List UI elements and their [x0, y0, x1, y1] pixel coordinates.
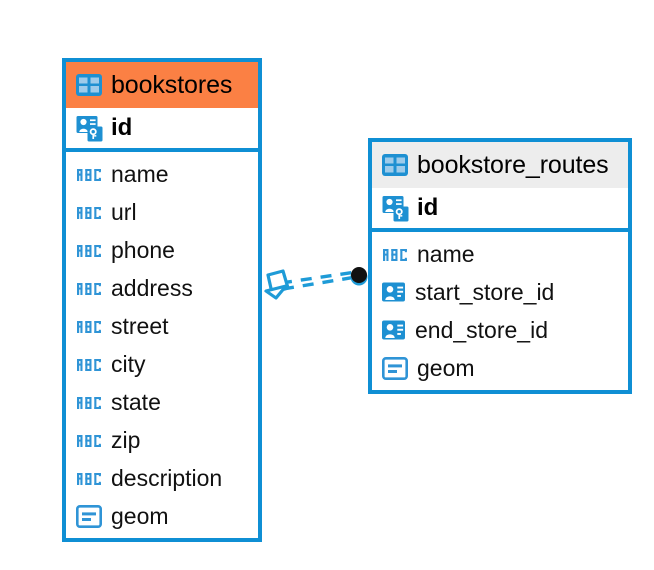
field-row-state[interactable]: state: [66, 383, 258, 421]
field-label-url: url: [111, 198, 137, 225]
field-row-url[interactable]: url: [66, 193, 258, 231]
field-label-name: name: [111, 160, 169, 187]
filled-circle-marker: [351, 267, 367, 283]
entity-bookstore-routes-attributes: name start_store_id: [372, 232, 628, 390]
abc-text-icon: [382, 246, 408, 262]
field-row-description[interactable]: description: [66, 459, 258, 497]
table-icon: [76, 74, 102, 96]
field-label-address: address: [111, 274, 193, 301]
field-row-primary-key[interactable]: id: [66, 108, 258, 152]
field-label-geom: geom: [417, 354, 475, 381]
field-label-name: name: [417, 240, 475, 267]
filled-circle-marker-ring: [350, 268, 368, 286]
abc-text-icon: [76, 318, 102, 334]
entity-bookstores-header[interactable]: bookstores: [66, 62, 258, 108]
abc-text-icon: [76, 356, 102, 372]
primary-key-icon: [382, 195, 409, 222]
abc-text-icon: [76, 242, 102, 258]
entity-bookstore-routes[interactable]: bookstore_routes id: [368, 138, 632, 394]
abc-text-icon: [76, 394, 102, 410]
entity-bookstores-attributes: name: [66, 152, 258, 538]
field-row-end-store-id[interactable]: end_store_id: [372, 311, 628, 349]
field-row-name[interactable]: name: [66, 155, 258, 193]
field-label-state: state: [111, 388, 161, 415]
field-label-end-store-id: end_store_id: [415, 316, 548, 343]
field-row-geom[interactable]: geom: [372, 349, 628, 387]
crows-foot-marker: [266, 269, 290, 295]
field-row-city[interactable]: city: [66, 345, 258, 383]
field-label-description: description: [111, 464, 223, 491]
field-row-street[interactable]: street: [66, 307, 258, 345]
abc-text-icon: [76, 280, 102, 296]
abc-text-icon: [76, 166, 102, 182]
field-label-phone: phone: [111, 236, 175, 263]
field-label-geom: geom: [111, 502, 169, 529]
relationship-line-middle: [282, 275, 357, 291]
entity-bookstore-routes-header[interactable]: bookstore_routes: [372, 142, 628, 188]
field-label-street: street: [111, 312, 169, 339]
field-row-zip[interactable]: zip: [66, 421, 258, 459]
abc-text-icon: [76, 432, 102, 448]
abc-text-icon: [76, 204, 102, 220]
field-row-name[interactable]: name: [372, 235, 628, 273]
foreign-key-icon: [382, 320, 406, 340]
field-row-phone[interactable]: phone: [66, 231, 258, 269]
field-row-geom[interactable]: geom: [66, 497, 258, 535]
foreign-key-icon: [382, 282, 406, 302]
relationship-line-upper: [280, 270, 357, 285]
field-label-start-store-id: start_store_id: [415, 278, 555, 305]
field-row-start-store-id[interactable]: start_store_id: [372, 273, 628, 311]
field-label-id: id: [111, 114, 133, 141]
field-label-id: id: [417, 194, 439, 221]
table-icon: [382, 154, 408, 176]
primary-key-icon: [76, 115, 103, 142]
crows-foot-marker-tail: [264, 284, 288, 300]
field-row-primary-key[interactable]: id: [372, 188, 628, 232]
geometry-icon: [76, 504, 102, 528]
field-row-address[interactable]: address: [66, 269, 258, 307]
geometry-icon: [382, 356, 408, 380]
entity-bookstores-title: bookstores: [111, 70, 233, 99]
field-label-city: city: [111, 350, 146, 377]
field-label-zip: zip: [111, 426, 141, 453]
entity-bookstore-routes-title: bookstore_routes: [417, 150, 609, 179]
abc-text-icon: [76, 470, 102, 486]
entity-bookstores[interactable]: bookstores id: [62, 58, 262, 542]
